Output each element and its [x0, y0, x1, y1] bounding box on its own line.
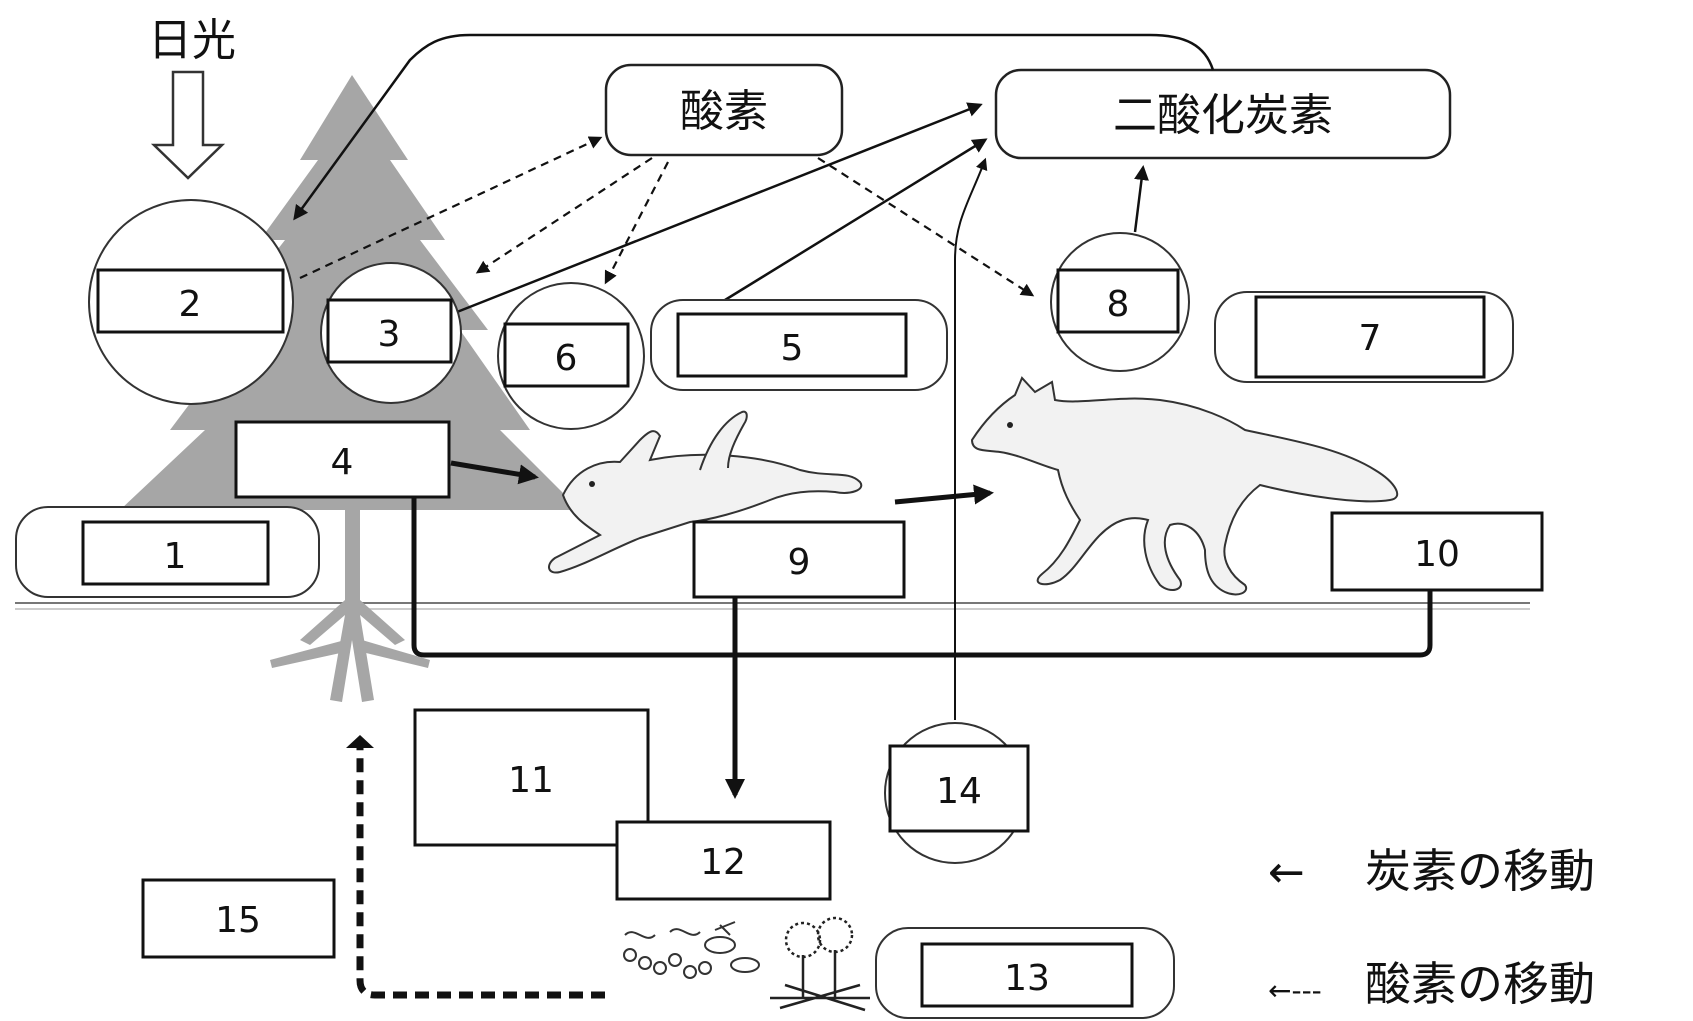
fungi-icon	[770, 916, 870, 1012]
oxygen-label: 酸素	[680, 86, 768, 137]
rabbit-icon	[548, 410, 863, 574]
box-12[interactable]: 12	[615, 820, 832, 901]
box-1[interactable]: 1	[81, 520, 270, 586]
oxygen-to-circle8-arrow	[817, 157, 1035, 297]
svg-text:10: 10	[1414, 534, 1460, 575]
legend: ← 炭素の移動 ←--- 酸素の移動	[1268, 844, 1595, 1011]
box5-to-co2-arrow	[724, 138, 988, 302]
box-13[interactable]: 13	[920, 942, 1134, 1008]
box-9[interactable]: 9	[692, 520, 906, 599]
sun-arrow-icon	[150, 70, 226, 180]
box-2[interactable]: 2	[96, 268, 285, 334]
box-15[interactable]: 15	[141, 878, 336, 959]
svg-text:14: 14	[936, 771, 982, 812]
box-11[interactable]: 11	[413, 708, 650, 847]
svg-text:9: 9	[788, 542, 811, 583]
oxygen-box	[604, 63, 844, 157]
circle8-to-co2-arrow	[1133, 165, 1149, 233]
plant-to-rabbit-arrow	[450, 460, 539, 485]
legend-oxygen-symbol: ←---	[1268, 974, 1322, 1007]
svg-text:4: 4	[331, 442, 354, 483]
legend-carbon-text: 炭素の移動	[1365, 844, 1595, 898]
dead-matter-flow	[411, 495, 1433, 658]
box-3[interactable]: 3	[326, 298, 453, 364]
co2-box	[994, 68, 1452, 160]
svg-text:15: 15	[215, 900, 261, 941]
fox-icon	[970, 376, 1399, 596]
legend-carbon-symbol: ←	[1268, 847, 1305, 898]
box-7[interactable]: 7	[1254, 295, 1486, 379]
oxygen-to-roots-arrowhead	[346, 735, 374, 748]
microbes-icon	[623, 921, 760, 979]
co2-to-photosynthesis-arrow	[293, 33, 1215, 221]
box-6[interactable]: 6	[503, 322, 630, 388]
svg-text:2: 2	[179, 284, 202, 325]
ground-line	[15, 602, 1530, 610]
svg-text:8: 8	[1107, 284, 1130, 325]
svg-text:3: 3	[378, 314, 401, 355]
box-10[interactable]: 10	[1330, 511, 1544, 592]
box-8[interactable]: 8	[1056, 268, 1180, 334]
svg-text:13: 13	[1004, 958, 1050, 999]
svg-text:12: 12	[700, 842, 746, 883]
svg-text:1: 1	[164, 536, 187, 577]
rabbit-to-fox-arrow	[894, 484, 994, 505]
decomposer-to-co2-arrow	[954, 157, 988, 720]
oxygen-to-roots-flow	[356, 740, 605, 999]
svg-text:7: 7	[1359, 318, 1382, 359]
co2-label: 二酸化炭素	[1113, 90, 1333, 141]
svg-text:5: 5	[781, 328, 804, 369]
legend-oxygen-text: 酸素の移動	[1365, 957, 1595, 1011]
oxygen-to-circle3-arrow	[475, 157, 653, 274]
sunlight-label: 日光	[148, 15, 236, 66]
respiration-to-co2-arrow	[456, 102, 983, 314]
box-4[interactable]: 4	[234, 420, 451, 499]
box-14[interactable]: 14	[888, 744, 1030, 833]
oxygen-to-circle6-arrow	[604, 161, 669, 285]
box-5[interactable]: 5	[676, 312, 908, 378]
svg-text:6: 6	[555, 338, 578, 379]
svg-text:11: 11	[508, 760, 554, 801]
